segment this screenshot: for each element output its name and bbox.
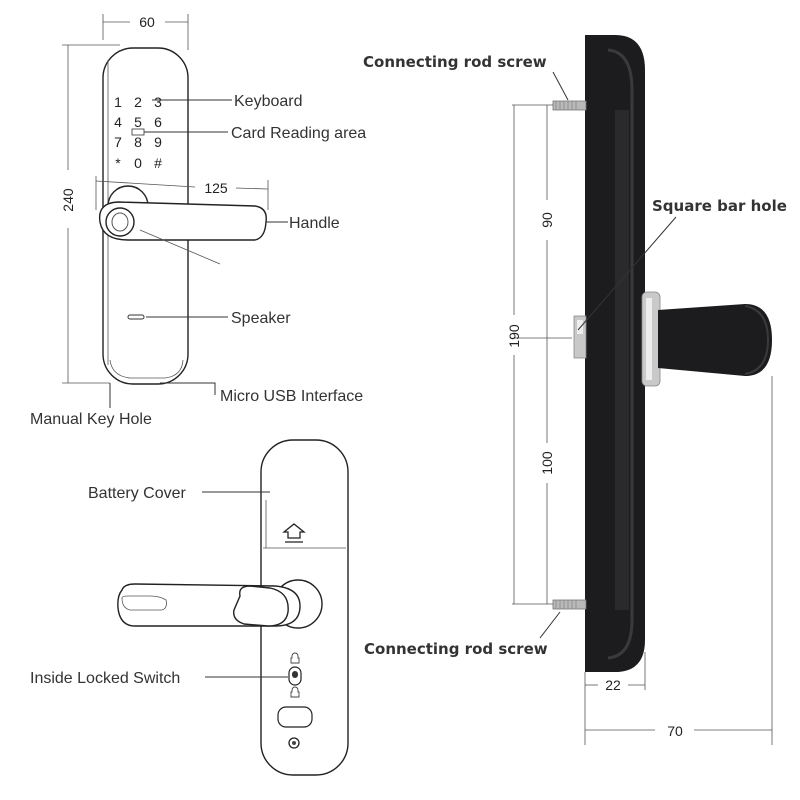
label-square-bar: Square bar hole xyxy=(652,197,787,215)
key-3[interactable]: 3 xyxy=(154,94,162,110)
fingerprint-icon xyxy=(111,212,129,232)
key-1[interactable]: 1 xyxy=(114,94,122,110)
rod-screw-bottom-thread xyxy=(555,600,577,609)
label-inside-locked: Inside Locked Switch xyxy=(30,670,180,687)
dim-handle-length: 125 xyxy=(204,180,228,196)
key-9[interactable]: 9 xyxy=(154,134,162,150)
key-7[interactable]: 7 xyxy=(114,134,122,150)
label-battery-cover: Battery Cover xyxy=(88,485,186,502)
back-view: Battery Cover Inside Locked Switch xyxy=(30,439,349,776)
battery-slot xyxy=(277,706,313,728)
side-lock-bevel xyxy=(607,48,634,660)
label-speaker: Speaker xyxy=(231,310,291,327)
inner-handle-grip xyxy=(233,585,289,627)
label-rod-screw-bottom: Connecting rod screw xyxy=(364,640,548,658)
label-card-reading: Card Reading area xyxy=(231,125,366,142)
side-handle[interactable] xyxy=(658,304,772,376)
label-manual-key: Manual Key Hole xyxy=(30,411,152,428)
inner-handle-highlight xyxy=(121,595,167,611)
arrow-up-icon xyxy=(282,523,306,539)
rod-screw-top xyxy=(552,100,587,111)
lock-closed-icon xyxy=(290,652,300,664)
dim-side-depth: 22 xyxy=(605,677,621,693)
dim-width-front: 60 xyxy=(139,14,155,30)
lock-open-icon xyxy=(290,686,300,698)
dim-side-total: 190 xyxy=(506,324,522,348)
reset-hole-center xyxy=(292,741,296,745)
square-bar-leader xyxy=(577,216,677,331)
key-4[interactable]: 4 xyxy=(114,114,122,130)
key-5[interactable]: 5 xyxy=(134,114,142,130)
side-view: 190 90 100 22 70 Connecting rod screw Sq… xyxy=(363,35,787,745)
rod-screw-bottom xyxy=(552,599,587,610)
key-2[interactable]: 2 xyxy=(134,94,142,110)
key-6[interactable]: 6 xyxy=(154,114,162,130)
key-8[interactable]: 8 xyxy=(134,134,142,150)
side-handle-bevel xyxy=(744,305,770,375)
dim-side-handle-depth: 70 xyxy=(667,723,683,739)
rod-screw-top-thread xyxy=(555,101,577,110)
key-0[interactable]: 0 xyxy=(134,155,142,171)
switch-knob xyxy=(292,671,298,678)
front-view: 60 240 1 2 3 4 5 6 7 8 9 * 0 # xyxy=(30,14,366,428)
label-handle: Handle xyxy=(289,215,340,232)
keypad: 1 2 3 4 5 6 7 8 9 * 0 # xyxy=(114,94,162,171)
micro-usb-leader xyxy=(160,382,216,395)
dim-handle-line-right xyxy=(235,187,269,190)
fingerprint-sensor[interactable] xyxy=(105,207,135,237)
handle-collar-highlight xyxy=(646,298,652,380)
label-micro-usb: Micro USB Interface xyxy=(220,388,363,405)
key-hash[interactable]: # xyxy=(154,155,162,171)
front-lock-bottom-edge xyxy=(109,359,184,379)
label-rod-screw-top: Connecting rod screw xyxy=(363,53,547,71)
speaker-slot xyxy=(127,314,145,320)
side-lock-groove xyxy=(615,110,629,610)
rod-screw-top-leader xyxy=(552,71,569,101)
label-keyboard: Keyboard xyxy=(234,93,303,110)
dim-height-front: 240 xyxy=(60,188,76,212)
dim-handle-line-left xyxy=(95,180,196,188)
rod-screw-bottom-leader xyxy=(539,611,561,639)
dim-side-lower: 100 xyxy=(539,451,555,475)
dim-side-upper: 90 xyxy=(539,212,555,228)
key-star[interactable]: * xyxy=(115,155,121,171)
handle-leader xyxy=(139,229,221,265)
